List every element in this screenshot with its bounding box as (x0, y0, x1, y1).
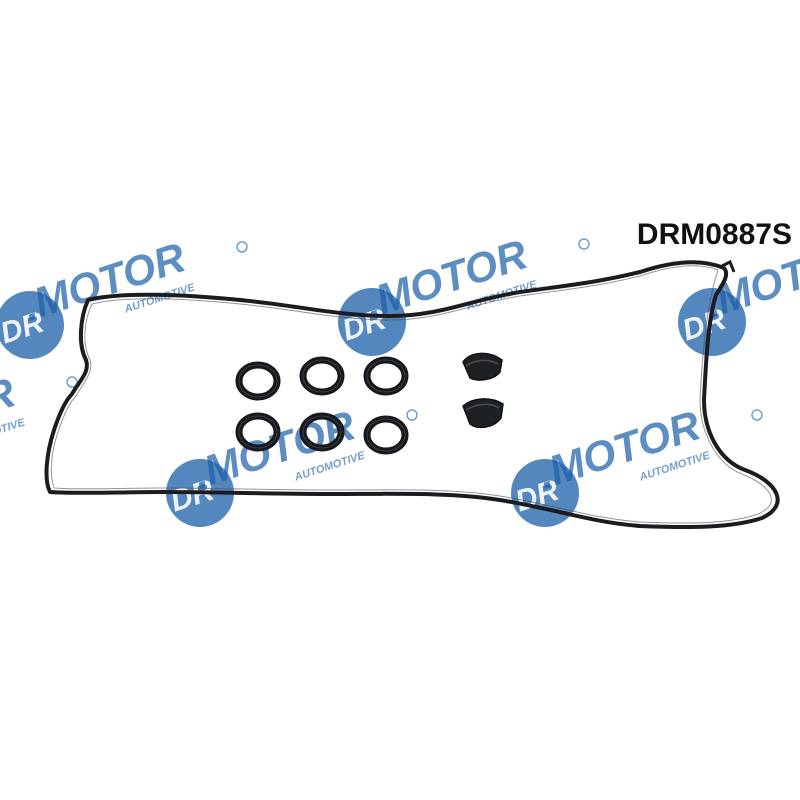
half-moon-seal (462, 398, 504, 429)
gasket-tab (721, 259, 736, 273)
valve-cover-gasket-inner-edge (50, 265, 772, 524)
half-moon-seal (462, 352, 503, 381)
valve-cover-gasket (44, 260, 780, 530)
watermark-logo (337, 229, 590, 357)
part-number-label: DRM0887S (636, 218, 792, 251)
o-ring-set (235, 356, 409, 455)
half-moon-seal-set (462, 352, 504, 429)
watermark-logo (0, 367, 78, 495)
